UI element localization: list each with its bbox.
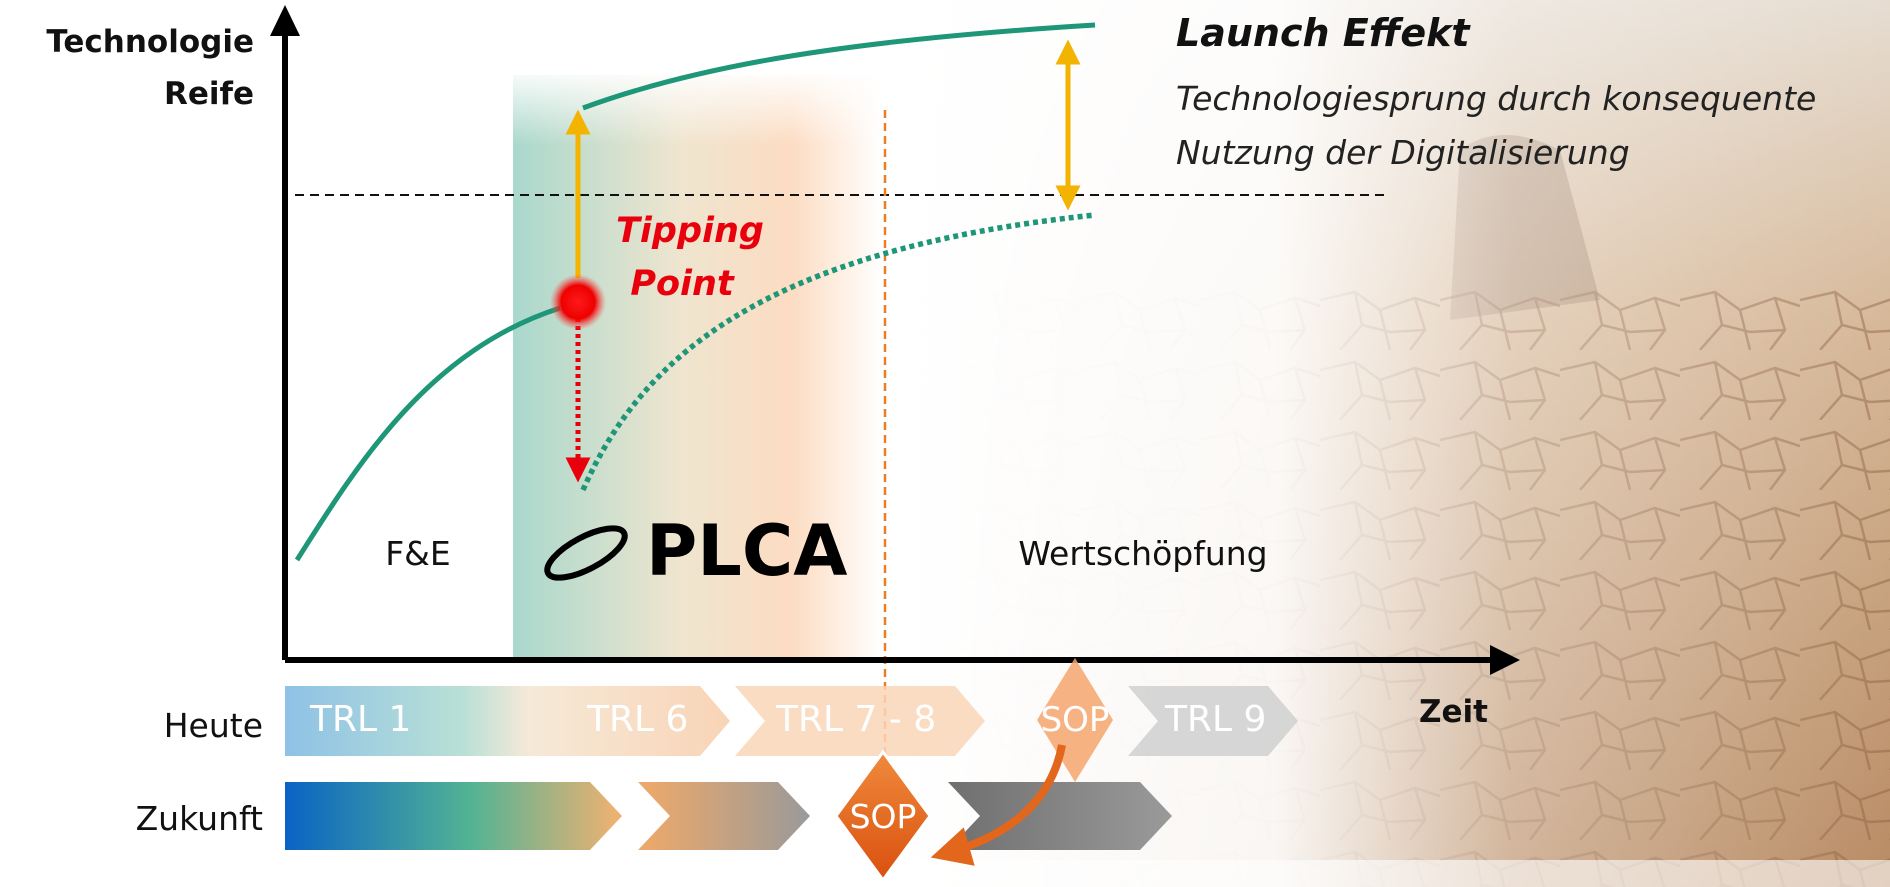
future-sop-diamond [834, 749, 932, 883]
today-step-trl9 [1128, 686, 1298, 756]
headline-title: Launch Effekt [1176, 11, 1471, 55]
today-step-label-2: TRL 6 [586, 699, 688, 740]
axes [270, 5, 1520, 675]
current-maturity-curve [294, 305, 561, 562]
future-sop-label: SOP [850, 797, 917, 836]
future-step-plca [638, 782, 810, 850]
x-axis-label: Zeit [1419, 694, 1488, 730]
tipping-point-dot [550, 274, 606, 330]
today-step-label-5: TRL 9 [1164, 699, 1266, 740]
today-sop-diamond [1037, 658, 1113, 782]
future-step-rd [285, 782, 622, 850]
plca-wordmark: PLCA [646, 510, 847, 592]
tipping-point-label-line2: Point [630, 264, 735, 304]
accelerated-maturity-curve [582, 22, 1096, 111]
plca-logo: PLCA [544, 510, 847, 592]
sop-shift-arrow [930, 744, 1066, 866]
headline-subtitle-line1: Technologiesprung durch konsequente [1176, 79, 1816, 118]
today-sop-label: SOP [1041, 700, 1110, 740]
headline-subtitle-line2: Nutzung der Digitalisierung [1176, 133, 1630, 172]
y-axis-label-line1: Technologie [46, 24, 254, 60]
today-roadmap [285, 658, 1298, 782]
phase-label-rd: F&E [385, 534, 451, 573]
phase-label-value-creation: Wertschöpfung [1018, 534, 1267, 573]
today-step-trl1-6 [285, 686, 730, 756]
tipping-point-label-line1: Tipping [616, 211, 764, 251]
plca-swoosh-icon [544, 525, 628, 581]
y-axis-label-line2: Reife [164, 76, 254, 112]
future-roadmap [285, 749, 1172, 883]
row-label-today: Heute [164, 706, 263, 745]
plca-phase-band [513, 75, 883, 660]
post-tipping-curve [580, 212, 1096, 492]
row-label-future: Zukunft [136, 799, 263, 838]
today-step-label-3: TRL 7 - 8 [775, 699, 936, 740]
today-step-trl7-8 [735, 686, 985, 756]
today-step-label-1: TRL 1 [309, 699, 411, 740]
